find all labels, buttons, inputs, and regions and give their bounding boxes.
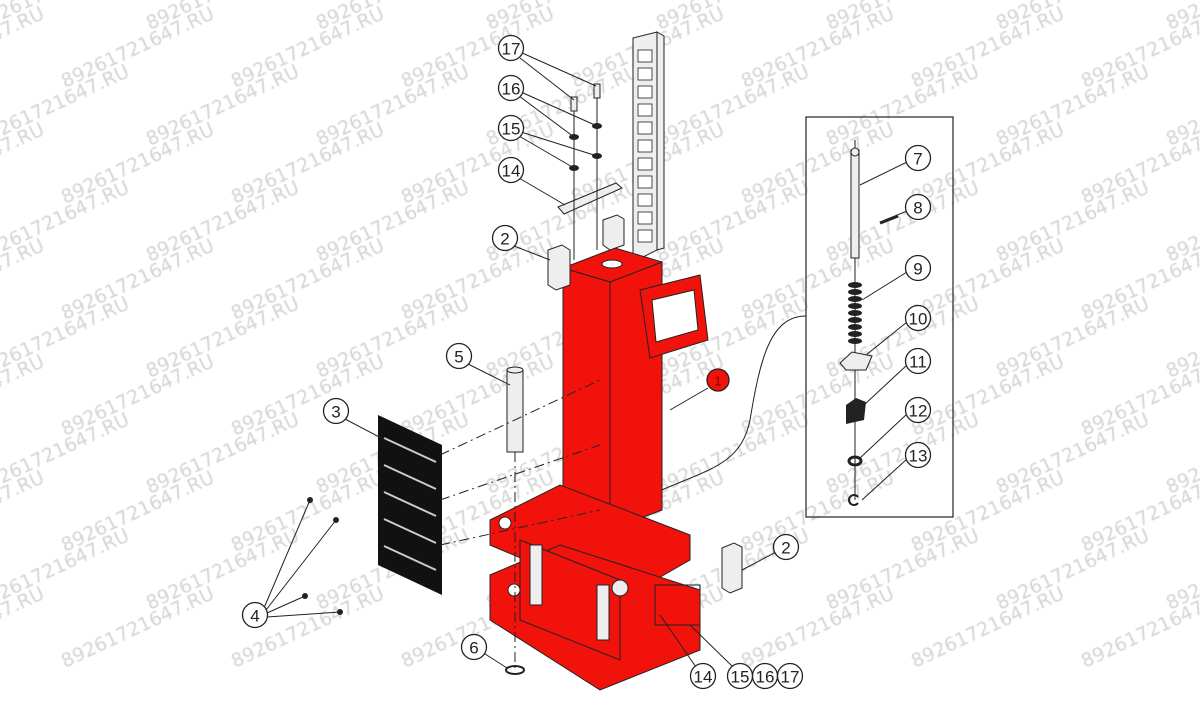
balloon-number: 7 [913, 150, 922, 169]
balloon-b17-top: 17 [497, 34, 525, 62]
balloon-number: 17 [781, 668, 800, 687]
balloon-number: 17 [502, 40, 521, 59]
balloon-number: 8 [913, 199, 922, 218]
balloon-b2-right: 2 [772, 533, 800, 561]
balloon-b13: 13 [904, 441, 932, 469]
assembly-axis-line [439, 379, 601, 456]
balloon-number: 15 [731, 668, 750, 687]
balloon-b7: 7 [904, 144, 932, 172]
balloon-number: 13 [909, 447, 928, 466]
spacer-block-part-2-top [602, 214, 625, 251]
balloon-number: 3 [331, 403, 340, 422]
balloon-b5: 5 [445, 342, 473, 370]
balloon-b12: 12 [904, 396, 932, 424]
balloon-b11: 11 [904, 347, 932, 375]
balloon-number: 1 [714, 374, 721, 389]
balloon-number: 14 [694, 668, 713, 687]
balloon-b8: 8 [904, 193, 932, 221]
balloon-number: 12 [909, 402, 928, 421]
balloon-number: 2 [781, 539, 790, 558]
assembly-axis-line [439, 444, 601, 501]
ring-part-6 [505, 665, 525, 675]
balloon-b1: 1 [706, 368, 730, 392]
balloon-b3: 3 [322, 397, 350, 425]
assembly-axis-line [439, 509, 601, 546]
main-frame-part-1 [489, 247, 709, 691]
balloon-number: 15 [502, 120, 521, 139]
balloon-number: 6 [469, 639, 478, 658]
detail-inset-frame [805, 116, 954, 518]
balloon-b6: 6 [460, 633, 488, 661]
balloon-number: 4 [250, 607, 259, 626]
clamp-plate-part-14 [557, 182, 623, 215]
spacer-block-part-2-left [547, 244, 571, 291]
balloon-number: 14 [502, 162, 521, 181]
balloon-b9: 9 [904, 254, 932, 282]
inset-parts-7-13 [839, 140, 899, 506]
balloon-b10: 10 [904, 304, 932, 332]
balloon-number: 16 [502, 80, 521, 99]
balloon-b16-top: 16 [497, 74, 525, 102]
balloon-number: 16 [756, 668, 775, 687]
balloon-number: 5 [454, 348, 463, 367]
balloon-b17-bot: 17 [776, 662, 804, 690]
detail-callout-line [639, 315, 807, 501]
grate-plate-part-3 [378, 415, 442, 595]
balloon-number: 10 [909, 310, 928, 329]
balloon-b16-bot: 16 [751, 662, 779, 690]
balloon-b15-bot: 15 [726, 662, 754, 690]
balloon-number: 11 [909, 353, 927, 372]
fasteners-15-16-17 [569, 83, 602, 260]
balloon-b14-top: 14 [497, 156, 525, 184]
leader-lines [263, 51, 908, 669]
balloon-number: 2 [500, 230, 509, 249]
pin-part-5 [506, 366, 524, 668]
balloon-b2-left: 2 [491, 224, 519, 252]
spacer-block-part-2-right [721, 542, 743, 594]
guide-rail [632, 31, 665, 263]
balloon-b4: 4 [241, 601, 269, 629]
balloon-b15-top: 15 [497, 114, 525, 142]
balloon-b14-bot: 14 [689, 662, 717, 690]
balloon-number: 9 [913, 260, 922, 279]
